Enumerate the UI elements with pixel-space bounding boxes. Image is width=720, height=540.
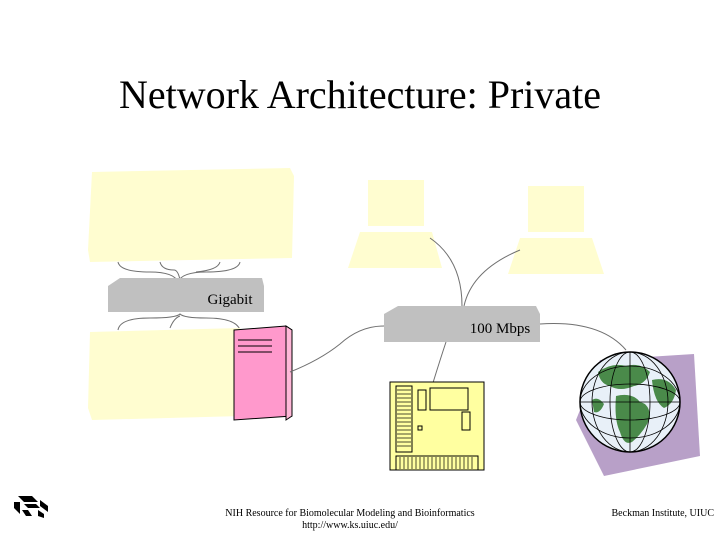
- footer-credit: NIH Resource for Biomolecular Modeling a…: [215, 508, 485, 532]
- gigabit-switch: Gigabit: [108, 278, 264, 312]
- globe-internet-icon: [576, 351, 700, 476]
- gigabit-switch-label: Gigabit: [208, 292, 254, 308]
- footer-institution: Beckman Institute, UIUC: [611, 508, 714, 519]
- workstation-icon: [348, 180, 442, 268]
- upper-cluster-block: [88, 168, 294, 262]
- fast-ethernet-switch: 100 Mbps: [384, 306, 540, 342]
- lower-cluster-links: [117, 313, 241, 331]
- footer-credit-line1: NIH Resource for Biomolecular Modeling a…: [225, 508, 475, 519]
- lower-cluster-block: [88, 328, 244, 420]
- institute-logo: [14, 496, 48, 518]
- file-server-icon: [389, 381, 485, 471]
- slide-title: Network Architecture: Private: [118, 72, 602, 117]
- fast-ethernet-switch-label: 100 Mbps: [470, 321, 531, 337]
- tower-server-icon: [233, 325, 293, 421]
- workstation-icon: [508, 186, 604, 274]
- footer-url: http://www.ks.uiuc.edu/: [302, 520, 398, 531]
